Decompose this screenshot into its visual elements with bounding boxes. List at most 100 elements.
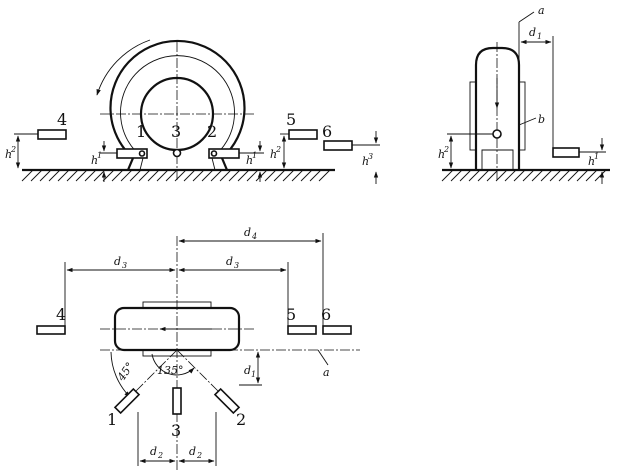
svg-text:3: 3	[368, 152, 373, 161]
label-2-front: 2	[207, 122, 217, 141]
sensor-6-front	[323, 140, 353, 151]
sensor-2-front-dot	[210, 150, 218, 157]
hatch-line	[594, 169, 607, 182]
svg-text:h: h	[5, 148, 12, 161]
hatch-line	[282, 169, 295, 182]
hatch-line	[93, 169, 106, 182]
label-3-front: 3	[171, 122, 181, 141]
hatch-line	[102, 169, 115, 182]
dim-text-d3-right: d 3	[226, 255, 239, 270]
hatch-line	[273, 169, 286, 182]
hatch-line	[228, 169, 241, 182]
axis-45	[129, 349, 178, 398]
svg-text:h: h	[438, 148, 445, 161]
label-b: b	[538, 113, 545, 126]
hatch-line	[513, 169, 526, 182]
hatch-line	[441, 169, 454, 182]
svg-text:1: 1	[97, 151, 102, 160]
label-a-top: a	[538, 4, 545, 17]
svg-text:1: 1	[537, 32, 542, 41]
label-5-front: 5	[286, 110, 296, 129]
sensor-6-top	[322, 325, 352, 335]
hatch-line	[192, 169, 205, 182]
svg-text:d: d	[150, 445, 157, 458]
sensor-1-front	[116, 148, 148, 159]
dim-text-h2-side: h 2	[438, 145, 449, 161]
hatch-line	[318, 169, 331, 182]
hatch-line	[264, 169, 277, 182]
hatch-line	[237, 169, 250, 182]
hatch-line	[255, 169, 268, 182]
label-a-bottom: a	[323, 366, 330, 379]
machine-inner-ring	[120, 55, 235, 171]
hatch-line	[48, 169, 61, 182]
svg-text:d: d	[244, 226, 251, 239]
hatch-line	[219, 169, 232, 182]
svg-text:d: d	[244, 364, 251, 377]
front-ground-hatch	[21, 169, 331, 182]
hatch-line	[246, 169, 259, 182]
sensor-5-front	[288, 129, 318, 140]
hatch-line	[522, 169, 535, 182]
hatch-line	[183, 169, 196, 182]
svg-text:2: 2	[275, 145, 281, 154]
hatch-line	[210, 169, 223, 182]
svg-text:1: 1	[252, 151, 257, 160]
dim-text-h2-right: h 2	[270, 145, 281, 161]
hatch-line	[30, 169, 43, 182]
label-1-front: 1	[136, 122, 146, 141]
label-6-top: 6	[321, 305, 331, 324]
svg-text:h: h	[270, 148, 277, 161]
hatch-line	[549, 169, 562, 182]
hatch-line	[558, 169, 571, 182]
hatch-line	[309, 169, 322, 182]
side-machine-foot	[481, 149, 514, 170]
hatch-line	[576, 169, 589, 182]
label-4-front: 4	[57, 110, 67, 129]
label-4-top: 4	[56, 305, 66, 324]
hatch-line	[540, 169, 553, 182]
hatch-line	[66, 169, 79, 182]
svg-text:3: 3	[122, 261, 127, 270]
hatch-line	[147, 169, 160, 182]
top-upper-flange	[142, 301, 212, 309]
svg-text:1: 1	[251, 370, 256, 379]
hatch-line	[156, 169, 169, 182]
hatch-line	[477, 169, 490, 182]
angle-arc-45	[110, 351, 131, 398]
side-right-flange	[518, 81, 526, 151]
svg-text:h: h	[91, 154, 98, 167]
sensor-4-front	[37, 129, 67, 140]
sensor-1-top	[113, 387, 141, 415]
svg-text:2: 2	[443, 145, 449, 154]
sensor-5-top	[287, 325, 317, 335]
svg-text:d: d	[114, 255, 121, 268]
hatch-line	[57, 169, 70, 182]
svg-text:2: 2	[157, 451, 163, 460]
svg-text:2: 2	[10, 145, 16, 154]
svg-text:d: d	[226, 255, 233, 268]
front-view: 4 1 3 2 5 6 h 2 h 1 h 1 h 2 h 3	[5, 39, 380, 184]
top-view: a 4 5 6 d 4 d 3 d 3 d 1	[36, 226, 360, 470]
hatch-line	[120, 169, 133, 182]
machine-outer-ring	[109, 39, 246, 171]
side-left-flange	[469, 81, 477, 151]
hatch-line	[531, 169, 544, 182]
label-3-top: 3	[171, 421, 181, 440]
svg-text:3: 3	[234, 261, 239, 270]
sensor-side-right	[552, 147, 580, 158]
svg-text:h: h	[588, 155, 595, 168]
hatch-line	[459, 169, 472, 182]
svg-text:h: h	[246, 154, 253, 167]
leader-a-bottom	[317, 349, 329, 366]
dim-text-d2-right: d 2	[189, 445, 202, 460]
sensor-3-top	[172, 387, 182, 415]
sensor-2-front	[208, 148, 240, 159]
svg-text:1: 1	[594, 152, 599, 161]
side-machine-body	[474, 46, 521, 170]
dim-text-d1-bottom: d 1	[244, 364, 256, 379]
dim-text-d1-side: d 1	[529, 26, 542, 41]
hatch-line	[129, 169, 142, 182]
sensor-1-front-dot	[138, 150, 146, 157]
